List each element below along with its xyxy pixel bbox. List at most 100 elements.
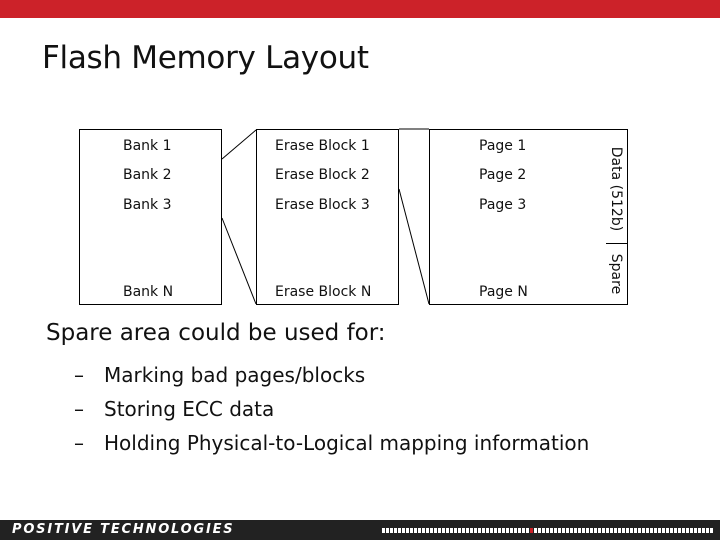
bullet-text: Holding Physical-to-Logical mapping info… xyxy=(104,431,590,455)
list-item: –Storing ECC data xyxy=(74,392,589,426)
list-item: –Holding Physical-to-Logical mapping inf… xyxy=(74,426,589,460)
footer-dot xyxy=(506,528,509,533)
page-row: Page N xyxy=(479,284,528,300)
erase-block-row: Erase Block 1 xyxy=(275,138,370,154)
footer-dot xyxy=(430,528,433,533)
erase-block-row: Erase Block 2 xyxy=(275,167,370,183)
top-accent-bar xyxy=(0,0,720,18)
bank-row: Bank 3 xyxy=(123,197,172,213)
bullet-marker: – xyxy=(74,363,84,387)
footer-dot xyxy=(382,528,385,533)
footer-dot xyxy=(442,528,445,533)
footer-dot xyxy=(690,528,693,533)
footer-dot xyxy=(634,528,637,533)
footer-dot xyxy=(666,528,669,533)
footer-dot xyxy=(434,528,437,533)
footer-dot xyxy=(546,528,549,533)
footer-dot xyxy=(602,528,605,533)
erase-block-row: Erase Block 3 xyxy=(275,197,370,213)
bullet-marker: – xyxy=(74,431,84,455)
footer-dot xyxy=(670,528,673,533)
footer-dot xyxy=(414,528,417,533)
bank-to-block-bottom-line xyxy=(221,217,257,305)
footer-dot xyxy=(526,528,529,533)
footer-dot xyxy=(578,528,581,533)
bullet-list: –Marking bad pages/blocks –Storing ECC d… xyxy=(74,358,589,460)
footer-dot xyxy=(470,528,473,533)
footer-dot xyxy=(682,528,685,533)
footer-dot xyxy=(650,528,653,533)
bullet-text: Marking bad pages/blocks xyxy=(104,363,366,387)
page-row: Page 1 xyxy=(479,138,527,154)
footer-dot xyxy=(534,528,537,533)
bank-row: Bank 2 xyxy=(123,167,172,183)
spare-divider xyxy=(606,243,628,244)
banks-column: Bank 1 Bank 2 Bank 3 Bank N xyxy=(79,129,222,305)
bullet-text: Storing ECC data xyxy=(104,397,275,421)
pages-column: Page 1 Page 2 Page 3 Page N xyxy=(429,129,628,305)
footer-dot xyxy=(458,528,461,533)
page-row: Page 3 xyxy=(479,197,527,213)
footer-dot xyxy=(558,528,561,533)
footer-dot xyxy=(662,528,665,533)
footer-dot xyxy=(614,528,617,533)
footer-dot xyxy=(642,528,645,533)
footer-dot xyxy=(590,528,593,533)
brand-logo: POSITIVE TECHNOLOGIES xyxy=(12,522,235,537)
footer-dot xyxy=(410,528,413,533)
footer-dot xyxy=(494,528,497,533)
footer-dot xyxy=(562,528,565,533)
footer-dot xyxy=(474,528,477,533)
footer-dot xyxy=(514,528,517,533)
footer-dot xyxy=(698,528,701,533)
footer-dot xyxy=(594,528,597,533)
erase-blocks-column: Erase Block 1 Erase Block 2 Erase Block … xyxy=(256,129,399,305)
footer-dot xyxy=(554,528,557,533)
footer-dot xyxy=(426,528,429,533)
bank-row: Bank 1 xyxy=(123,138,172,154)
footer-dot xyxy=(502,528,505,533)
footer-dot xyxy=(706,528,709,533)
list-item: –Marking bad pages/blocks xyxy=(74,358,589,392)
footer-dot xyxy=(530,528,533,533)
footer-dot xyxy=(694,528,697,533)
footer-dot xyxy=(646,528,649,533)
footer-dot xyxy=(510,528,513,533)
footer-dot xyxy=(386,528,389,533)
footer-dot xyxy=(450,528,453,533)
footer-dot xyxy=(418,528,421,533)
footer-dot xyxy=(498,528,501,533)
footer-dot xyxy=(486,528,489,533)
footer-dot xyxy=(422,528,425,533)
footer-dot xyxy=(482,528,485,533)
footer-dot xyxy=(586,528,589,533)
footer-dot xyxy=(610,528,613,533)
footer-dot xyxy=(466,528,469,533)
footer-dot xyxy=(446,528,449,533)
footer-dot xyxy=(390,528,393,533)
block-to-page-bottom-line xyxy=(398,188,430,305)
footer-dot xyxy=(654,528,657,533)
footer-dot xyxy=(710,528,713,533)
bank-to-block-top-line xyxy=(221,129,257,160)
page-row: Page 2 xyxy=(479,167,527,183)
footer-dot xyxy=(598,528,601,533)
footer-dot xyxy=(618,528,621,533)
footer-dot xyxy=(522,528,525,533)
footer-dot xyxy=(606,528,609,533)
slide-title: Flash Memory Layout xyxy=(42,40,369,76)
footer-dot xyxy=(622,528,625,533)
footer-dot xyxy=(438,528,441,533)
footer-dot xyxy=(462,528,465,533)
footer-dot xyxy=(626,528,629,533)
footer-dot xyxy=(638,528,641,533)
footer-dot xyxy=(398,528,401,533)
footer-bar: POSITIVE TECHNOLOGIES xyxy=(0,520,720,540)
footer-dot xyxy=(406,528,409,533)
footer-dot xyxy=(686,528,689,533)
footer-dot xyxy=(518,528,521,533)
footer-dot xyxy=(574,528,577,533)
bank-row: Bank N xyxy=(123,284,174,300)
footer-dot xyxy=(402,528,405,533)
